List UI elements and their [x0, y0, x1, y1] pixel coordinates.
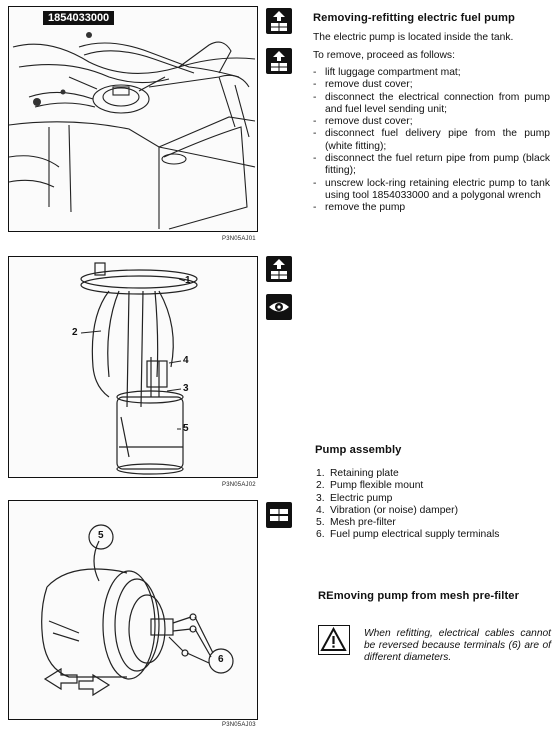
figure-1-caption: P3N05AJ01 [222, 236, 256, 242]
disassembly-icon [266, 502, 292, 528]
figure-mesh-prefilter: 5 6 [8, 500, 258, 720]
list-item: 6.Fuel pump electrical supply terminals [316, 529, 500, 541]
remove-refit-icon [266, 48, 292, 74]
tool-number-label: 1854033000 [43, 11, 115, 25]
callout-2: 2 [72, 327, 78, 338]
list-item: 4.Vibration (or noise) damper) [316, 504, 459, 516]
removing-title: Removing-refitting electric fuel pump [313, 12, 515, 24]
assembly-title: Pump assembly [315, 444, 402, 456]
removing-intro: The electric pump is located inside the … [313, 32, 514, 43]
list-item: -unscrew lock-ring retaining electric pu… [313, 177, 550, 201]
list-item: 3.Electric pump [316, 492, 393, 504]
list-item: -remove dust cover; [313, 116, 413, 128]
figure-3-caption: P3N05AJ03 [222, 722, 256, 728]
callout-5: 5 [98, 530, 104, 541]
removing-steps: -lift luggage compartment mat; -remove d… [313, 67, 550, 215]
callout-1: 1 [185, 275, 191, 286]
mesh-title: REmoving pump from mesh pre-filter [318, 590, 520, 602]
callout-3: 3 [183, 383, 189, 394]
refit-warning-note: When refitting, electrical cables cannot… [364, 628, 551, 664]
callout-5: 5 [183, 423, 189, 434]
removing-lead: To remove, proceed as follows: [313, 50, 455, 61]
list-item: 2.Pump flexible mount [316, 480, 424, 492]
figure-luggage-compartment: 1854033000 [8, 6, 258, 232]
remove-refit-icon [266, 256, 292, 282]
list-item: -remove the pump [313, 202, 406, 214]
mesh-prefilter-drawing [41, 524, 234, 697]
figure-2-caption: P3N05AJ02 [222, 482, 256, 488]
list-item: -remove dust cover; [313, 79, 413, 91]
figure-pump-assembly: 1 2 4 3 5 [8, 256, 258, 478]
luggage-compartment-drawing [9, 32, 256, 230]
list-item: -disconnect the electrical connection fr… [313, 91, 550, 115]
list-item: 5.Mesh pre-filter [316, 517, 396, 529]
remove-refit-icon [266, 8, 292, 34]
list-item: -disconnect the fuel return pipe from pu… [313, 153, 550, 177]
list-item: -disconnect fuel delivery pipe from the … [313, 128, 550, 152]
callout-6: 6 [218, 654, 224, 665]
list-item: 1.Retaining plate [316, 468, 399, 479]
inspect-eye-icon [266, 294, 292, 320]
warning-triangle-icon [318, 625, 350, 655]
pump-assembly-drawing [80, 262, 198, 475]
list-item: -lift luggage compartment mat; [313, 67, 461, 78]
callout-4: 4 [183, 355, 189, 366]
assembly-legend: 1.Retaining plate 2.Pump flexible mount … [316, 468, 556, 542]
